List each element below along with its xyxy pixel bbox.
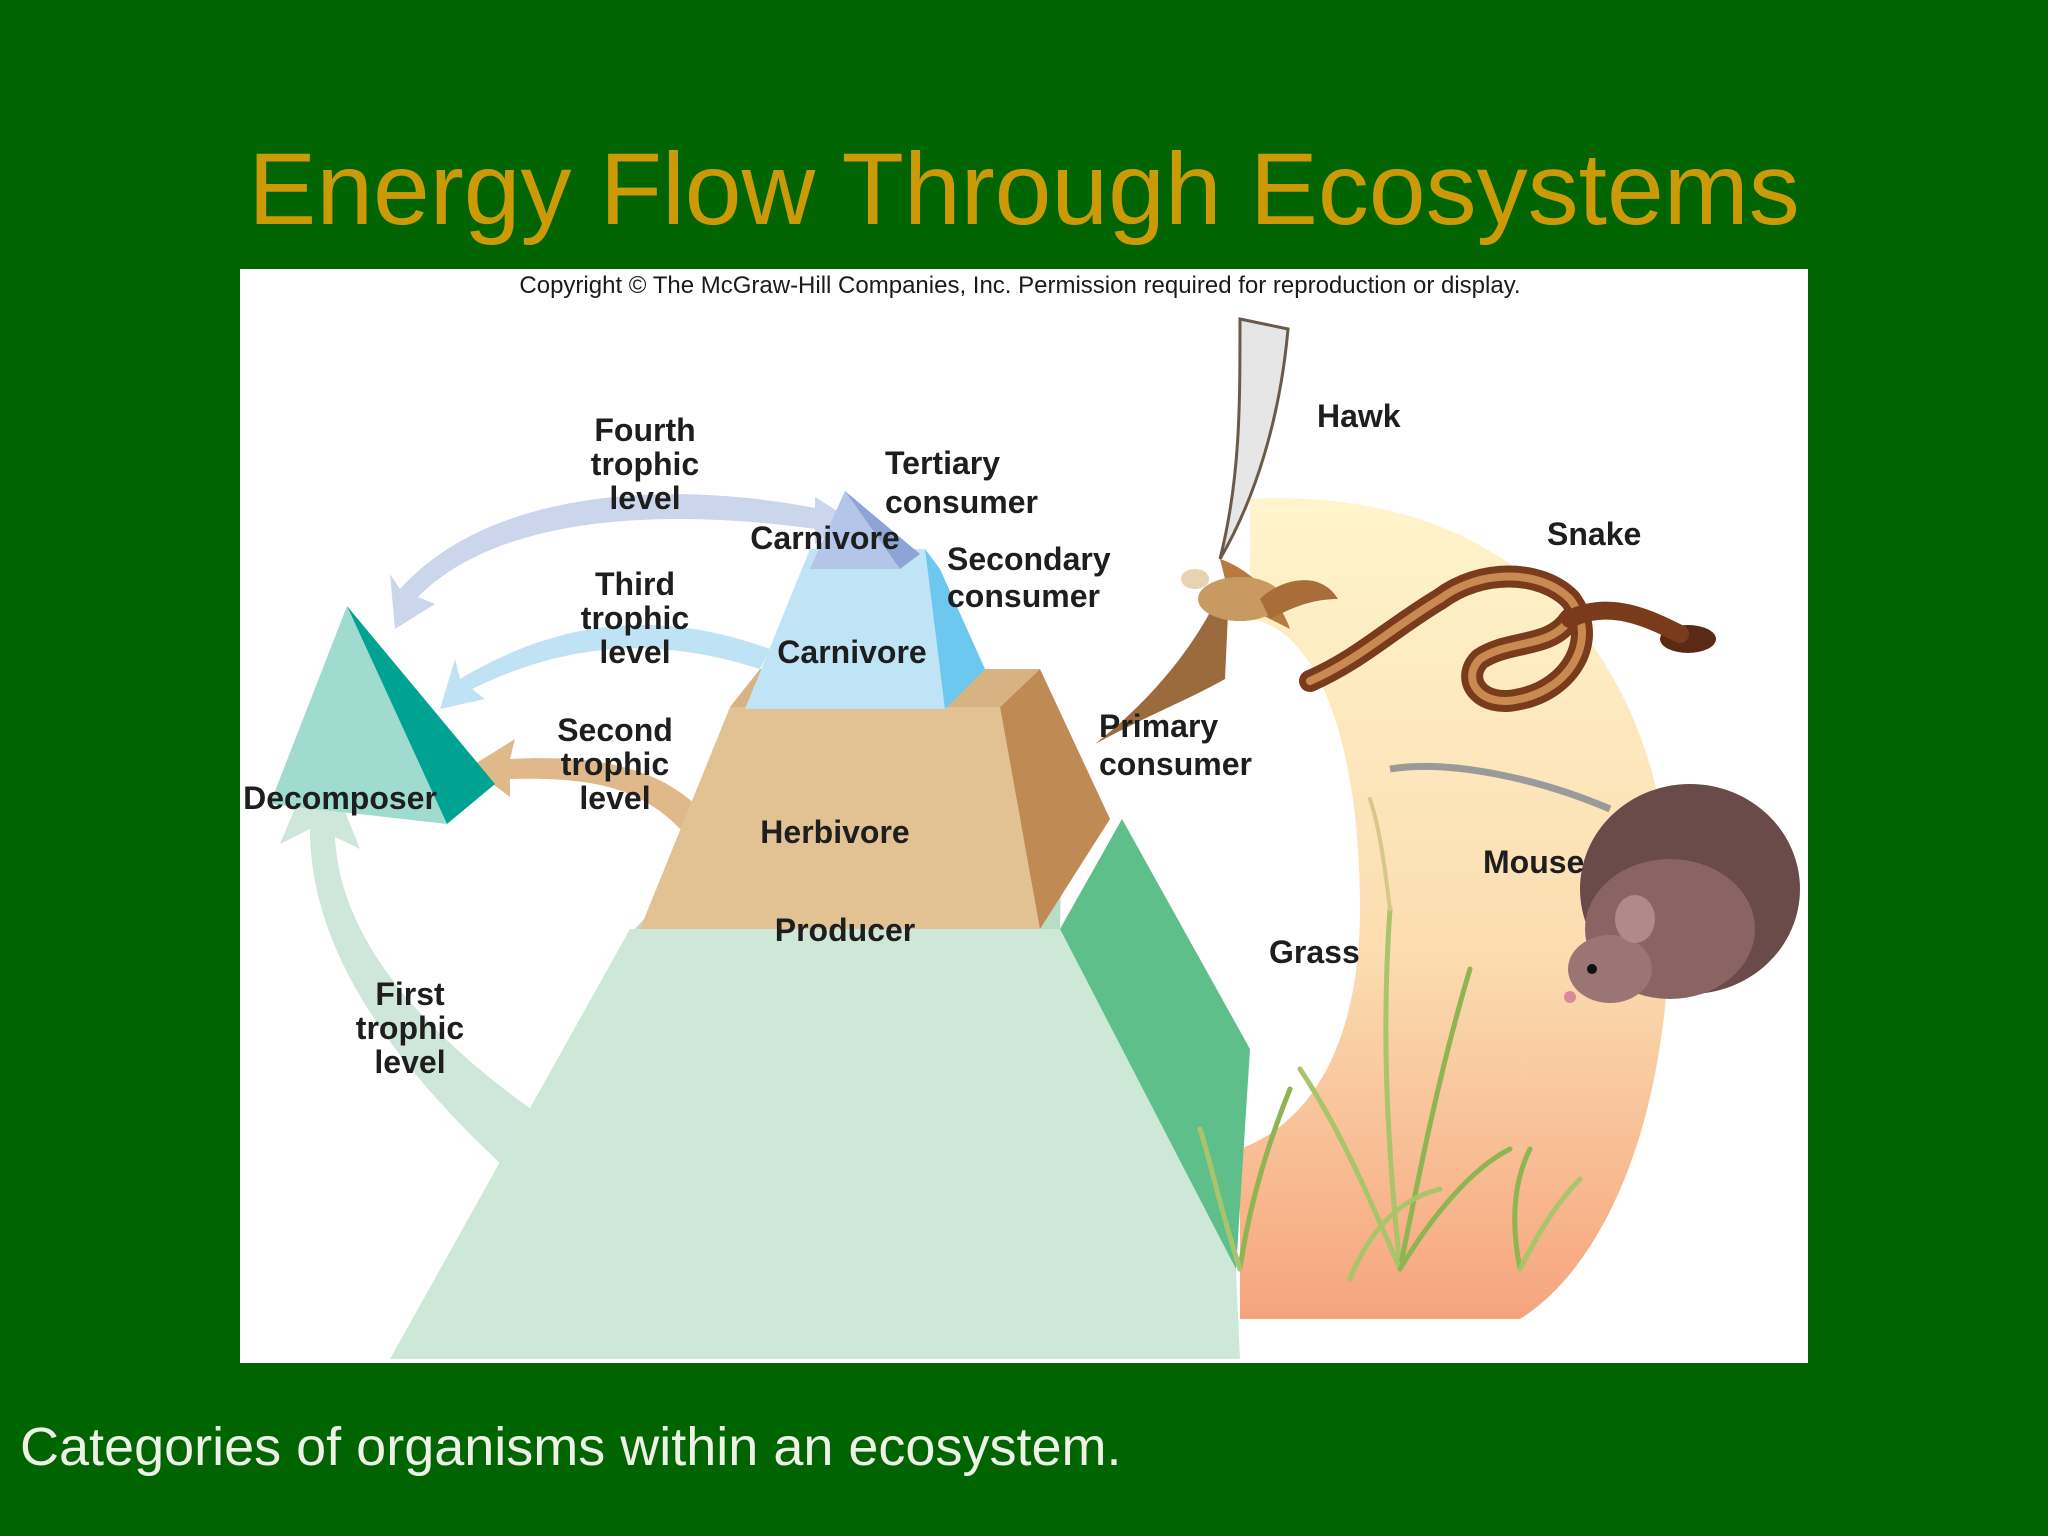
producer-label: Producer — [775, 912, 915, 948]
secondary-consumer-label: Secondary consumer — [947, 541, 1111, 614]
slide-title: Energy Flow Through Ecosystems — [248, 132, 1800, 246]
mouse-illustration — [1389, 762, 1800, 1003]
svg-text:consumer: consumer — [1099, 746, 1252, 782]
svg-text:level: level — [599, 634, 670, 670]
svg-text:Secondary: Secondary — [947, 541, 1111, 577]
svg-text:Primary: Primary — [1099, 708, 1218, 744]
third-trophic-level-label: Third trophic level — [581, 566, 689, 670]
decomposer-prism — [270, 606, 495, 824]
svg-text:consumer: consumer — [885, 484, 1038, 520]
svg-text:trophic: trophic — [561, 746, 669, 782]
second-trophic-arrow — [470, 739, 700, 829]
first-trophic-arrow — [280, 749, 560, 1199]
grass-label: Grass — [1269, 934, 1360, 970]
energy-pyramid-diagram: Copyright © The McGraw-Hill Companies, I… — [243, 272, 1800, 1359]
svg-text:Second: Second — [557, 712, 673, 748]
hawk-label: Hawk — [1317, 398, 1401, 434]
grass-illustration — [1197, 797, 1583, 1282]
snake-illustration — [1299, 565, 1716, 712]
secondary-carnivore-label: Carnivore — [777, 634, 926, 670]
svg-text:Fourth: Fourth — [594, 412, 695, 448]
tertiary-consumer-label: Tertiary consumer — [885, 445, 1038, 520]
svg-text:level: level — [579, 780, 650, 816]
fourth-trophic-level-label: Fourth trophic level — [591, 412, 699, 516]
decomposer-label: Decomposer — [243, 780, 437, 816]
secondary-carnivore-tier — [745, 549, 985, 709]
herbivore-label: Herbivore — [760, 814, 909, 850]
first-trophic-level-label: First trophic level — [356, 976, 464, 1080]
snake-label: Snake — [1547, 516, 1641, 552]
svg-text:level: level — [609, 480, 680, 516]
svg-text:level: level — [374, 1044, 445, 1080]
energy-pyramid-figure: Copyright © The McGraw-Hill Companies, I… — [240, 269, 1808, 1363]
svg-text:trophic: trophic — [591, 446, 699, 482]
svg-text:Tertiary: Tertiary — [885, 445, 1000, 481]
svg-text:Third: Third — [595, 566, 675, 602]
primary-consumer-label: Primary consumer — [1099, 708, 1252, 782]
slide-caption: Categories of organisms within an ecosys… — [20, 1417, 1122, 1477]
mouse-label: Mouse — [1483, 844, 1584, 880]
second-trophic-level-label: Second trophic level — [557, 712, 673, 816]
svg-text:consumer: consumer — [947, 578, 1100, 614]
food-chain-band — [1240, 498, 1670, 1320]
svg-text:trophic: trophic — [581, 600, 689, 636]
tertiary-carnivore-label: Carnivore — [750, 520, 899, 556]
svg-text:trophic: trophic — [356, 1010, 464, 1046]
tertiary-carnivore-tier — [810, 491, 920, 569]
third-trophic-arrow — [440, 625, 770, 709]
fourth-trophic-arrow — [390, 494, 830, 629]
hawk-illustration — [1095, 317, 1338, 744]
copyright-notice: Copyright © The McGraw-Hill Companies, I… — [519, 272, 1520, 299]
svg-text:First: First — [375, 976, 445, 1012]
